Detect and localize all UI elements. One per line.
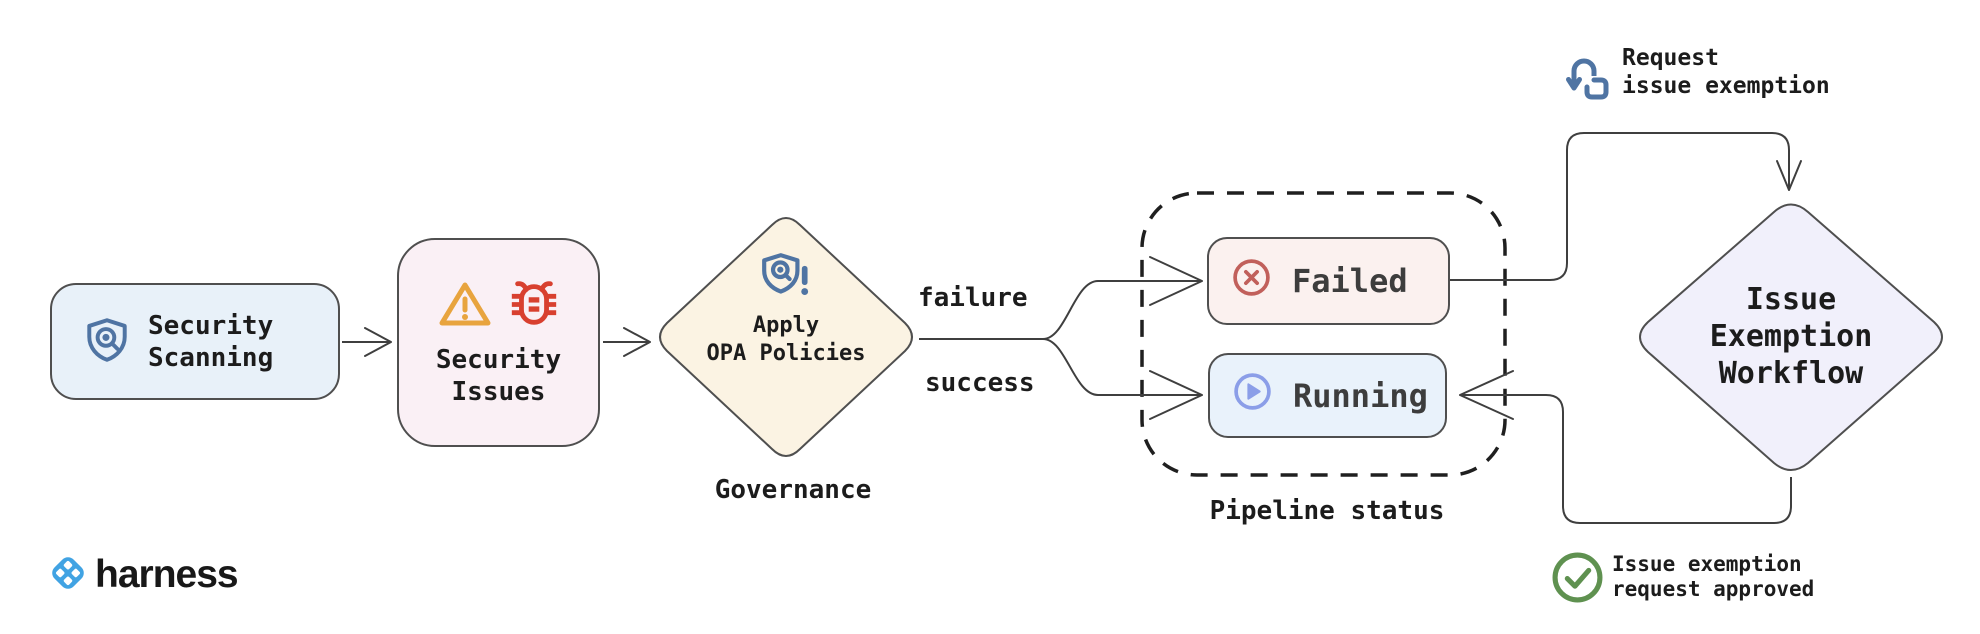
request-approved-annotation: Issue exemption request approved bbox=[1612, 552, 1814, 602]
bug-icon bbox=[507, 278, 561, 334]
node-label: Apply OPA Policies bbox=[707, 312, 866, 368]
status-label: Failed bbox=[1292, 262, 1408, 300]
harness-logo-icon bbox=[48, 553, 88, 597]
label-line: Issue bbox=[1745, 282, 1837, 317]
tap-gesture-icon bbox=[1563, 50, 1615, 106]
warning-icon bbox=[437, 278, 493, 334]
node-issue-exemption-workflow: Issue Exemption Workflow bbox=[1661, 281, 1921, 392]
edge-issues-to-opa bbox=[603, 327, 651, 357]
label-line: Security bbox=[435, 344, 562, 375]
governance-caption: Governance bbox=[714, 475, 872, 505]
node-label: Security Issues bbox=[436, 344, 561, 408]
annotation-line: request approved bbox=[1612, 577, 1815, 601]
label-line: Scanning bbox=[148, 342, 274, 373]
annotation-line: issue exemption bbox=[1622, 73, 1830, 99]
pipeline-status-caption: Pipeline status bbox=[1209, 496, 1445, 526]
label-line: OPA Policies bbox=[706, 341, 866, 366]
shield-search-icon bbox=[82, 315, 132, 369]
node-failed: Failed bbox=[1207, 237, 1450, 325]
harness-logo: harness bbox=[48, 553, 239, 597]
issue-icons bbox=[437, 278, 561, 334]
label-line: Issues bbox=[451, 376, 546, 407]
request-exemption-annotation: Request issue exemption bbox=[1622, 44, 1830, 100]
shield-alert-icon bbox=[758, 250, 814, 308]
edge-failure-to-failed bbox=[1042, 256, 1203, 340]
edge-exemption-to-running bbox=[1459, 370, 1792, 524]
success-edge-label: success bbox=[925, 368, 1035, 398]
play-circle-icon bbox=[1232, 371, 1273, 420]
node-apply-opa-policies: Apply OPA Policies bbox=[656, 250, 916, 368]
label-line: Exemption bbox=[1709, 319, 1873, 354]
edge-failed-to-exemption bbox=[1450, 132, 1802, 281]
status-label: Running bbox=[1293, 376, 1428, 415]
node-label: Security Scanning bbox=[148, 310, 273, 374]
node-security-issues: Security Issues bbox=[397, 238, 600, 447]
node-running: Running bbox=[1208, 353, 1447, 438]
label-line: Security bbox=[148, 310, 274, 341]
edge-success-to-running bbox=[1042, 338, 1203, 420]
pipeline-status-boundary bbox=[1140, 191, 1507, 477]
failure-edge-label: failure bbox=[918, 283, 1028, 313]
edge-scanning-to-issues bbox=[342, 327, 392, 357]
annotation-line: Request bbox=[1622, 45, 1719, 71]
x-circle-icon bbox=[1231, 257, 1272, 306]
opa-diamond-shape bbox=[659, 217, 913, 457]
check-circle-icon bbox=[1551, 551, 1604, 608]
exemption-diamond-shape bbox=[1639, 203, 1943, 471]
label-line: Apply bbox=[752, 313, 820, 338]
annotation-line: Issue exemption bbox=[1612, 552, 1802, 576]
harness-logo-text: harness bbox=[95, 553, 239, 596]
label-line: Workflow bbox=[1718, 356, 1864, 391]
node-security-scanning: Security Scanning bbox=[50, 283, 340, 400]
